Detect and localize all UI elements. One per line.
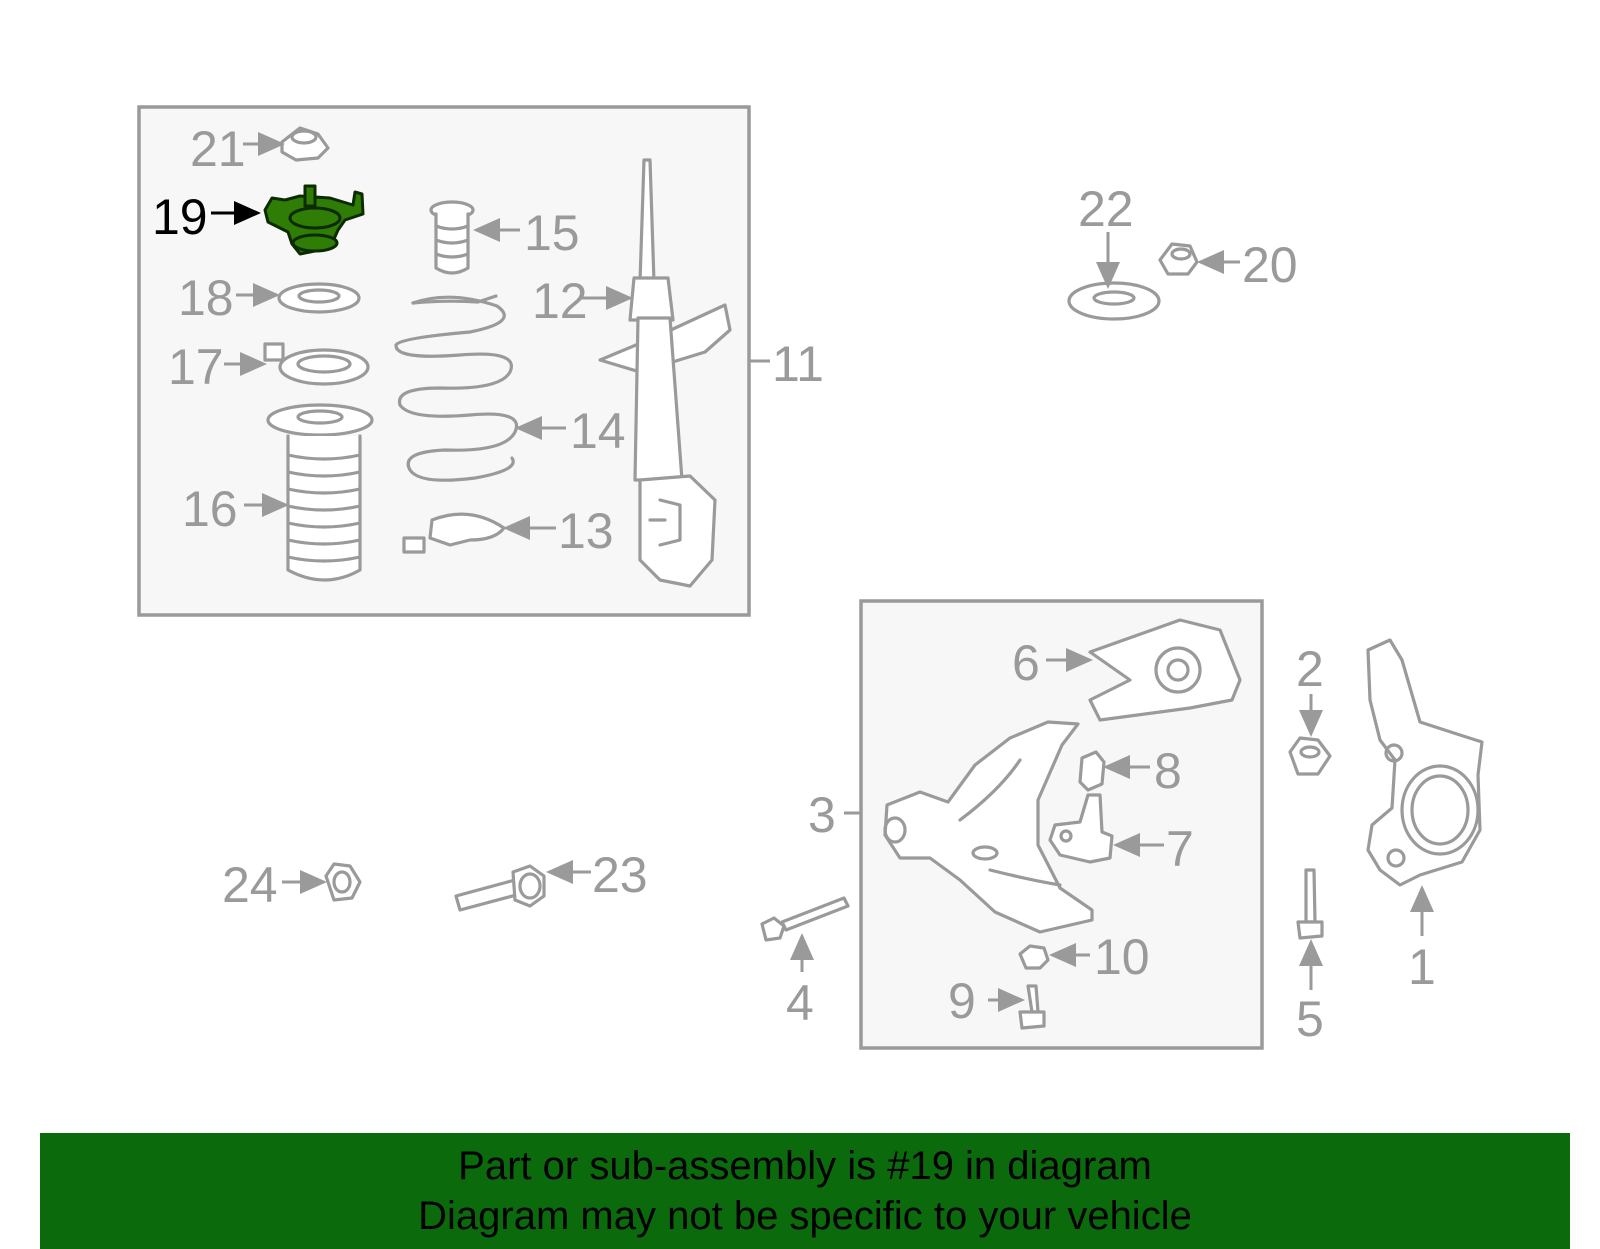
callout-12[interactable]: 12 bbox=[532, 273, 588, 329]
callout-21[interactable]: 21 bbox=[190, 121, 246, 177]
part-3-lower-control-arm[interactable] bbox=[883, 720, 1094, 934]
part-14-coil-spring[interactable] bbox=[394, 294, 519, 482]
part-7-ball-joint[interactable] bbox=[1048, 793, 1114, 864]
callout-24[interactable]: 24 bbox=[222, 857, 278, 913]
part-17-upper-spring-seat[interactable] bbox=[263, 342, 370, 386]
part-18-spring-seat[interactable] bbox=[277, 282, 361, 314]
part-15-bump-stop[interactable] bbox=[429, 200, 475, 275]
callout-16[interactable]: 16 bbox=[182, 481, 238, 537]
part-5-bolt[interactable] bbox=[1296, 868, 1324, 940]
callout-11[interactable]: 11 bbox=[772, 336, 824, 392]
part-23-bolt[interactable] bbox=[454, 864, 546, 912]
part-8-bushing[interactable] bbox=[1078, 750, 1106, 792]
callout-10[interactable]: 10 bbox=[1094, 929, 1150, 985]
callout-13[interactable]: 13 bbox=[558, 503, 614, 559]
callout-6[interactable]: 6 bbox=[1012, 635, 1040, 691]
banner-line-2: Diagram may not be specific to your vehi… bbox=[418, 1194, 1192, 1238]
part-10-nut[interactable] bbox=[1018, 944, 1050, 970]
part-2-nut[interactable] bbox=[1288, 736, 1332, 776]
callout-18[interactable]: 18 bbox=[178, 270, 234, 326]
banner-line-1: Part or sub-assembly is #19 in diagram bbox=[458, 1144, 1152, 1188]
part-20-nut[interactable] bbox=[1158, 242, 1199, 276]
callout-20[interactable]: 20 bbox=[1242, 237, 1298, 293]
part-24-nut[interactable] bbox=[324, 862, 362, 902]
part-19-strut-mount[interactable] bbox=[263, 184, 365, 256]
part-1-steering-knuckle[interactable] bbox=[1366, 638, 1484, 887]
callout-22[interactable]: 22 bbox=[1078, 181, 1134, 237]
callout-2[interactable]: 2 bbox=[1296, 641, 1324, 697]
callout-7[interactable]: 7 bbox=[1166, 821, 1194, 877]
part-12-strut[interactable] bbox=[598, 158, 732, 588]
callout-3[interactable]: 3 bbox=[808, 787, 836, 843]
part-4-bolt[interactable] bbox=[760, 896, 850, 942]
diagram-notice-banner: Part or sub-assembly is #19 in diagram D… bbox=[40, 1133, 1570, 1249]
callout-4[interactable]: 4 bbox=[786, 975, 814, 1031]
callout-15[interactable]: 15 bbox=[524, 205, 580, 261]
callout-8[interactable]: 8 bbox=[1154, 743, 1182, 799]
callout-14[interactable]: 14 bbox=[570, 403, 626, 459]
part-16-dust-boot[interactable] bbox=[266, 403, 374, 582]
callout-17[interactable]: 17 bbox=[168, 339, 224, 395]
callout-23[interactable]: 23 bbox=[592, 847, 648, 903]
part-9-bolt[interactable] bbox=[1018, 984, 1046, 1030]
callout-9[interactable]: 9 bbox=[948, 973, 976, 1029]
part-22-plate[interactable] bbox=[1067, 281, 1161, 321]
part-6-bushing-bracket[interactable] bbox=[1088, 618, 1242, 722]
callout-19[interactable]: 19 bbox=[152, 189, 208, 245]
callout-1[interactable]: 1 bbox=[1408, 939, 1436, 995]
callout-5[interactable]: 5 bbox=[1296, 991, 1324, 1047]
